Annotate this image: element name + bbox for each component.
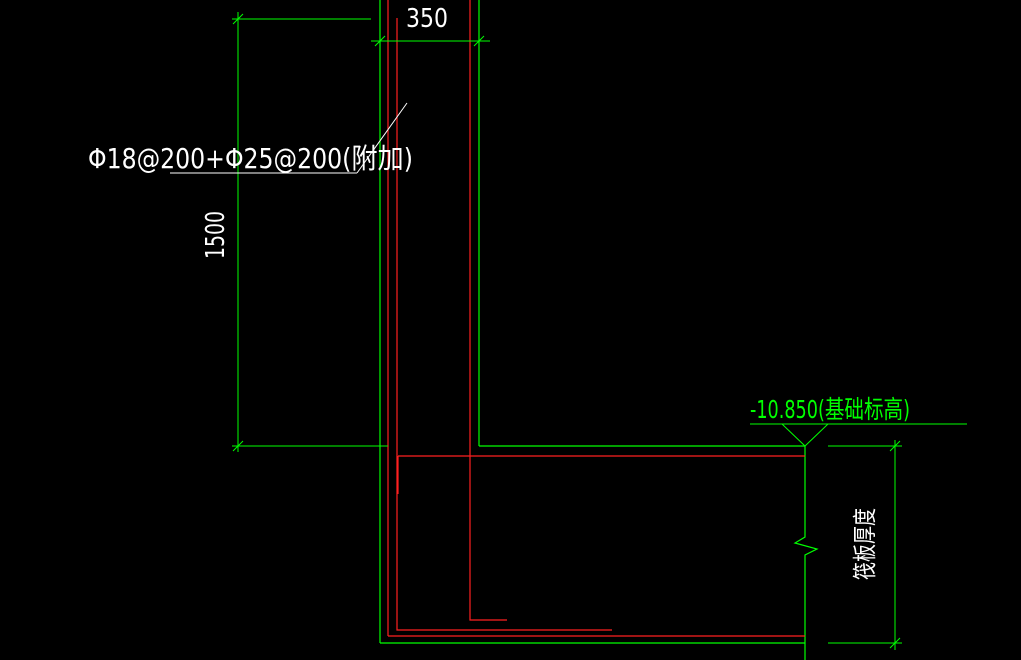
raft-dim-tick-bottom <box>889 637 901 649</box>
dim-text-wall-thickness: 350 <box>406 4 448 34</box>
break-line <box>793 446 819 660</box>
dim-tick-bottom <box>232 440 244 452</box>
dim-tick-top <box>232 13 244 25</box>
dim-tick-right <box>473 35 485 47</box>
foundation-elevation-text: -10.850(基础标高) <box>750 395 910 424</box>
elevation-mark: -10.850(基础标高) <box>750 395 967 447</box>
raft-thickness-text: 筏板厚度 <box>851 508 879 580</box>
dim-text-added-length: 1500 <box>201 211 231 259</box>
rebar-callout: Φ18@200+Φ25@200(附加) <box>88 102 413 175</box>
rebar-callout-text: Φ18@200+Φ25@200(附加) <box>88 142 413 175</box>
wall-inner-vertical-rebar <box>469 0 507 621</box>
callout-leader <box>356 102 408 174</box>
concrete-outline <box>379 0 819 660</box>
rebar-group <box>387 0 805 637</box>
dim-tick-left <box>374 35 386 47</box>
dimension-raft-thickness: 筏板厚度 <box>828 440 902 650</box>
dimension-added-length: 1500 <box>201 12 388 452</box>
raft-dim-tick-top <box>889 440 901 452</box>
dimension-wall-thickness: 350 <box>371 0 490 47</box>
elevation-triangle-icon <box>781 423 829 447</box>
added-dowel-rebar <box>396 18 612 631</box>
